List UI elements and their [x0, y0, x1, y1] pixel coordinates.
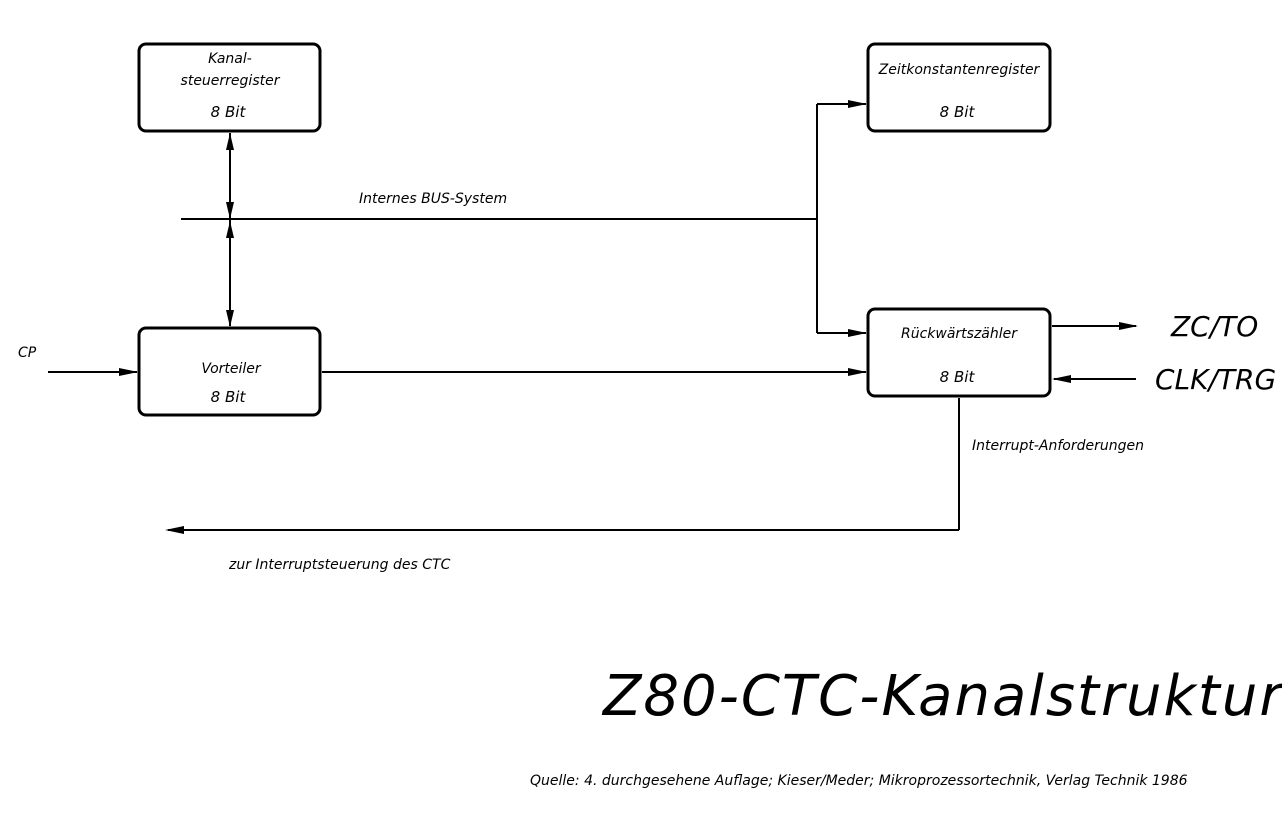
rueckwaertszaehler-block: Rückwärtszähler 8 Bit [866, 307, 1052, 398]
clktrg-label: CLK/TRG [1155, 363, 1276, 396]
kanal-bus-connector [226, 133, 234, 327]
vorteiler-bits: 8 Bit [211, 388, 247, 406]
vorteiler-block: Vorteiler 8 Bit [137, 326, 322, 417]
cp-label: CP [18, 345, 37, 361]
arrow-right-icon [848, 100, 867, 108]
kanal-steuerregister-bits: 8 Bit [211, 103, 247, 121]
arrow-right-icon [1119, 322, 1138, 330]
arrow-down-icon [226, 202, 234, 219]
interrupt-request-label: Interrupt-Anforderungen [972, 438, 1144, 454]
rueckwaertszaehler-label: Rückwärtszähler [901, 326, 1018, 342]
cp-input-line [48, 368, 138, 376]
arrow-up-icon [226, 221, 234, 238]
bus-right-branch [816, 100, 867, 337]
vorteiler-label: Vorteiler [201, 361, 262, 377]
kanal-steuerregister-block: Kanal- steuerregister 8 Bit [137, 42, 322, 133]
arrow-down-icon [226, 310, 234, 327]
arrow-right-icon [848, 368, 867, 376]
arrow-right-icon [848, 329, 867, 337]
arrow-left-icon [165, 526, 184, 534]
arrow-up-icon [226, 133, 234, 150]
zeitkonstantenregister-block: Zeitkonstantenregister 8 Bit [866, 42, 1052, 133]
bus-label: Internes BUS-System [359, 191, 507, 207]
rueckwaertszaehler-box [866, 307, 1052, 398]
arrow-right-icon [119, 368, 138, 376]
zcto-label: ZC/TO [1170, 310, 1258, 343]
diagram-title: Z80-CTC-Kanalstruktur [601, 664, 1282, 729]
clktrg-input-line [1052, 375, 1136, 383]
zcto-output-line [1052, 322, 1138, 330]
vorteiler-box [137, 326, 322, 417]
arrow-left-icon [1052, 375, 1071, 383]
rueckwaertszaehler-bits: 8 Bit [940, 368, 976, 386]
zeitkonstantenregister-bits: 8 Bit [940, 103, 976, 121]
interrupt-control-label: zur Interruptsteuerung des CTC [228, 557, 451, 573]
zeitkonstantenregister-label: Zeitkonstantenregister [878, 62, 1041, 78]
vorteiler-zaehler-line [322, 368, 867, 376]
source-citation: Quelle: 4. durchgesehene Auflage; Kieser… [530, 773, 1188, 789]
kanal-steuerregister-line2: steuerregister [181, 73, 281, 89]
kanal-steuerregister-box [137, 42, 322, 133]
interrupt-path [165, 398, 960, 534]
kanal-steuerregister-line1: Kanal- [208, 51, 252, 67]
zeitkonstantenregister-box [866, 42, 1052, 133]
